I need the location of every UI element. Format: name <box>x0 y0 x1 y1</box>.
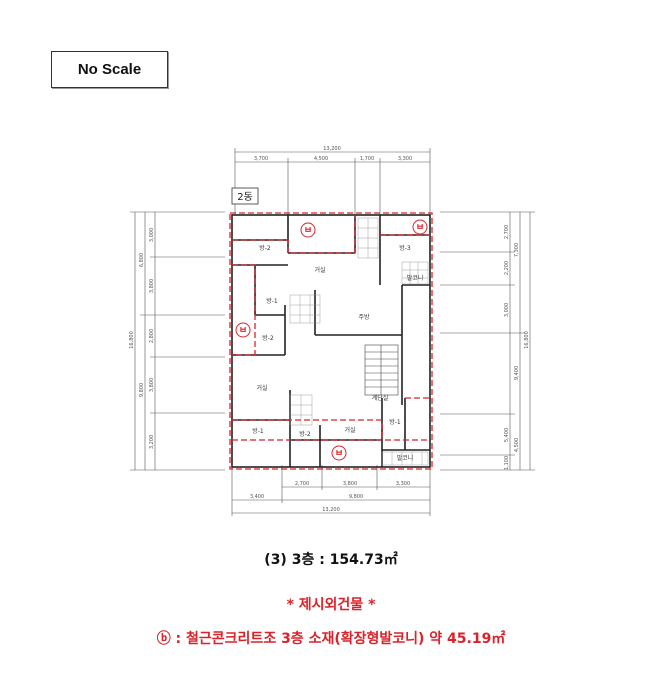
svg-text:3,800: 3,800 <box>343 481 357 487</box>
svg-text:3,800: 3,800 <box>149 378 155 392</box>
svg-text:9,800: 9,800 <box>139 383 145 397</box>
svg-text:13,200: 13,200 <box>323 146 341 152</box>
svg-text:발코니: 발코니 <box>407 274 424 282</box>
svg-text:방-1: 방-1 <box>389 418 401 426</box>
svg-text:3,300: 3,300 <box>398 156 412 162</box>
no-scale-label: No Scale <box>51 51 168 88</box>
extra-building-title: * 제시외건물 * <box>286 597 376 613</box>
floor-plan-drawing: 13,200 3,700 4,500 1,700 3,300 2,700 3,8… <box>110 140 550 535</box>
svg-text:9,800: 9,800 <box>349 494 363 500</box>
svg-text:거실: 거실 <box>344 426 355 434</box>
svg-text:7,300: 7,300 <box>514 243 520 257</box>
svg-text:4,500: 4,500 <box>314 156 328 162</box>
svg-text:1,700: 1,700 <box>360 156 374 162</box>
svg-text:주방: 주방 <box>358 313 370 321</box>
svg-text:거실: 거실 <box>314 266 325 274</box>
svg-text:ㅂ: ㅂ <box>239 326 247 336</box>
svg-text:방-3: 방-3 <box>399 244 411 252</box>
svg-text:5,400: 5,400 <box>504 428 510 442</box>
svg-text:방-1: 방-1 <box>266 297 278 305</box>
extra-building-description: ⓑ : 철근콘크리트조 3층 소재(확장형발코니) 약 45.19㎡ <box>156 631 506 647</box>
svg-text:2,700: 2,700 <box>295 481 309 487</box>
svg-text:3,300: 3,300 <box>396 481 410 487</box>
svg-text:2,200: 2,200 <box>504 261 510 275</box>
svg-text:ㅂ: ㅂ <box>335 449 343 459</box>
svg-text:3,400: 3,400 <box>250 494 264 500</box>
svg-text:방-2: 방-2 <box>299 430 311 438</box>
svg-text:3,000: 3,000 <box>149 228 155 242</box>
floor-area-caption: (3) 3층 : 154.73㎡ <box>264 552 398 568</box>
svg-text:방-2: 방-2 <box>259 244 271 252</box>
svg-text:계단실: 계단실 <box>372 394 389 402</box>
svg-text:ㅂ: ㅂ <box>304 226 312 236</box>
svg-text:6,800: 6,800 <box>139 253 145 267</box>
svg-text:ㅂ: ㅂ <box>416 223 424 233</box>
svg-text:2동: 2동 <box>237 191 253 203</box>
svg-text:1,100: 1,100 <box>504 456 510 470</box>
svg-text:3,000: 3,000 <box>504 303 510 317</box>
svg-text:4,500: 4,500 <box>514 438 520 452</box>
svg-text:발코니: 발코니 <box>397 454 414 462</box>
svg-text:방-2: 방-2 <box>262 334 274 342</box>
svg-text:3,200: 3,200 <box>149 435 155 449</box>
svg-text:9,400: 9,400 <box>514 366 520 380</box>
svg-text:3,700: 3,700 <box>254 156 268 162</box>
svg-text:방-1: 방-1 <box>252 427 264 435</box>
svg-text:2,700: 2,700 <box>504 225 510 239</box>
svg-text:2,800: 2,800 <box>149 329 155 343</box>
svg-text:거실: 거실 <box>256 384 267 392</box>
svg-text:13,200: 13,200 <box>322 507 340 513</box>
svg-text:16,800: 16,800 <box>129 331 135 349</box>
svg-text:16,800: 16,800 <box>524 331 530 349</box>
svg-text:3,800: 3,800 <box>149 279 155 293</box>
